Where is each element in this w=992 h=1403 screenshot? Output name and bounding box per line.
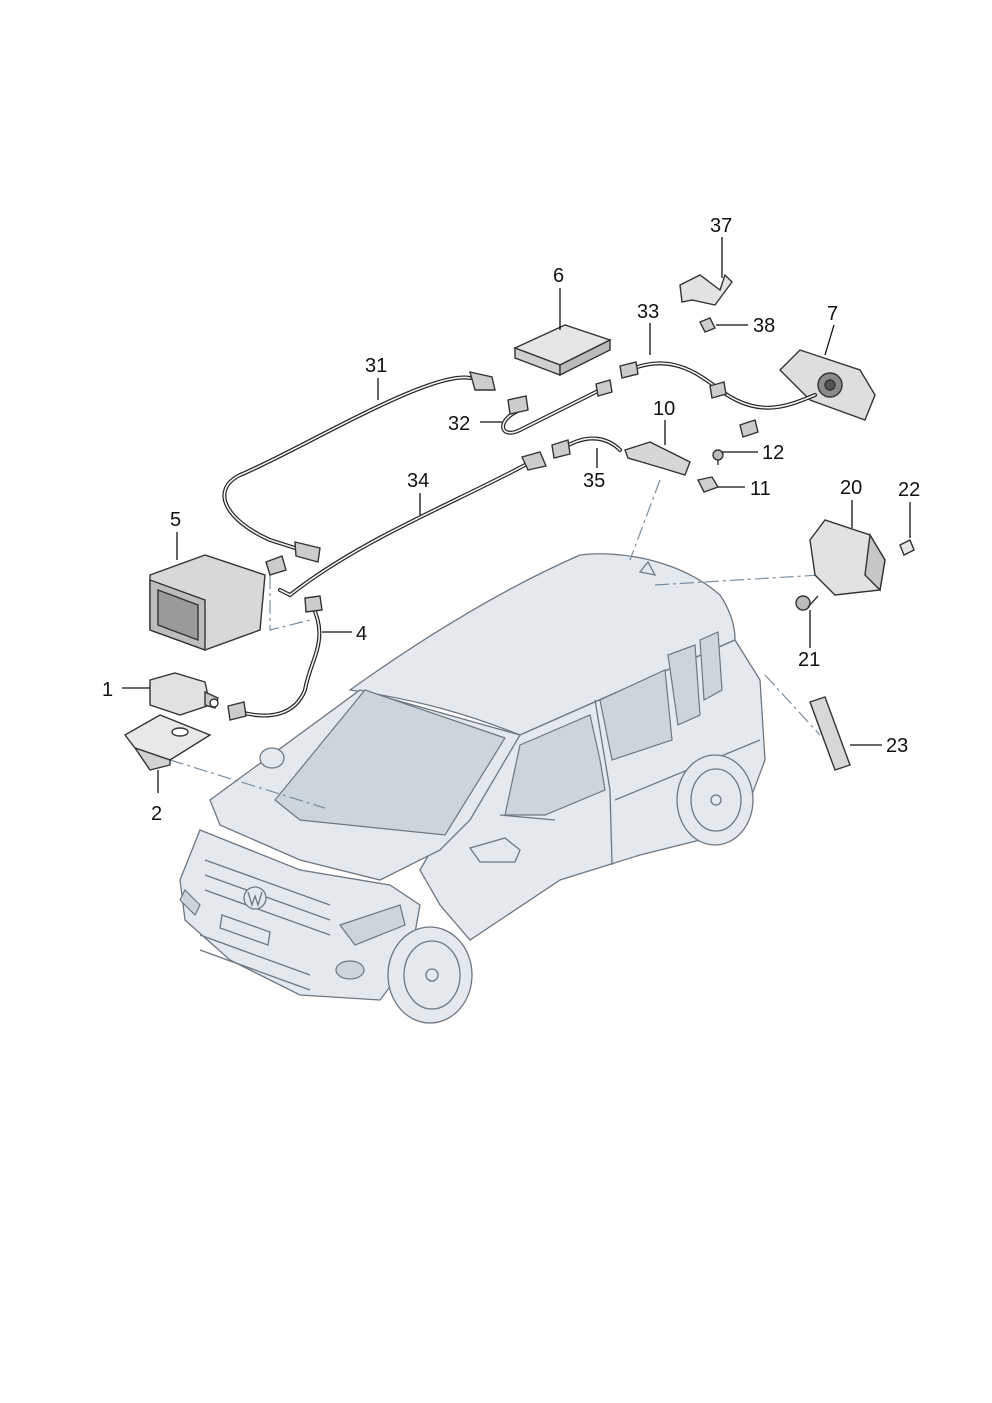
part-2-bracket — [123, 714, 212, 771]
part-12-screw — [712, 449, 724, 465]
callout-20: 20 — [840, 477, 862, 499]
callout-2: 2 — [151, 803, 162, 825]
callout-labels: 1 2 4 5 6 7 10 11 12 20 21 22 23 31 32 3… — [102, 215, 920, 825]
part-11-clip — [696, 476, 720, 493]
part-37-bracket — [679, 273, 733, 306]
callout-11: 11 — [750, 478, 771, 500]
callout-22: 22 — [898, 479, 920, 501]
callout-35: 35 — [583, 470, 605, 492]
part-5-display-unit — [149, 554, 266, 651]
callout-7: 7 — [827, 303, 838, 325]
callout-38: 38 — [753, 315, 775, 337]
callout-31: 31 — [365, 355, 387, 377]
part-10-light-strip — [624, 441, 691, 476]
callout-4: 4 — [356, 623, 367, 645]
callout-1: 1 — [102, 679, 113, 701]
vehicle-illustration — [179, 553, 766, 1024]
part-20-control-unit — [809, 519, 886, 596]
callout-5: 5 — [170, 509, 181, 531]
part-38-clip — [699, 317, 716, 333]
callout-21: 21 — [798, 649, 820, 671]
part-22-bulb — [899, 539, 915, 556]
callout-37: 37 — [710, 215, 732, 237]
part-1-sensor — [149, 672, 219, 716]
callout-12: 12 — [762, 442, 784, 464]
part-21-bolt — [795, 595, 819, 611]
callout-34: 34 — [407, 470, 429, 492]
part-6-control-module — [513, 324, 612, 377]
callout-6: 6 — [553, 265, 564, 287]
assembly-lines — [169, 479, 821, 809]
part-23-strip — [809, 696, 851, 771]
callout-10: 10 — [653, 398, 675, 420]
callout-32: 32 — [448, 413, 470, 435]
callout-23: 23 — [886, 735, 908, 757]
part-7-camera-housing — [779, 349, 876, 421]
leader-lines — [122, 237, 911, 793]
callout-33: 33 — [637, 301, 659, 323]
cables — [222, 361, 817, 721]
